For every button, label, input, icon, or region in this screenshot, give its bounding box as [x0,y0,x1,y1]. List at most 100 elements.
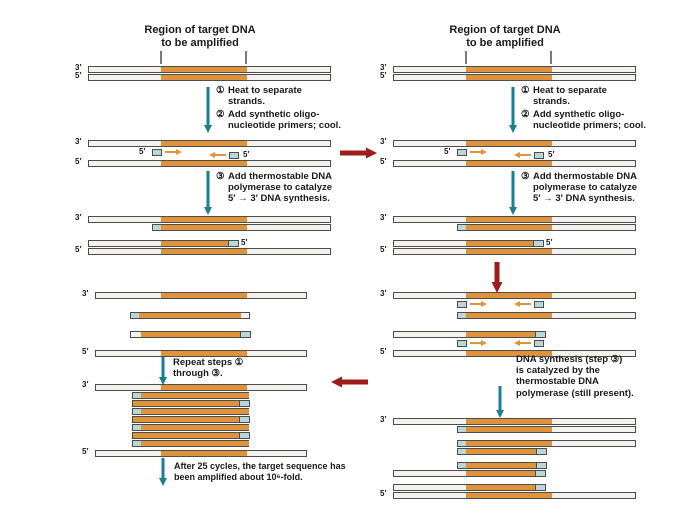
dna-strand [95,350,307,357]
primer-segment [228,240,239,247]
dna-strand [152,224,331,231]
prime-label: 3′ [380,289,387,298]
primer [534,152,544,159]
step-text: Add synthetic oligo- nucleotide primers;… [228,108,341,131]
target-region [466,426,552,433]
dna-strand [393,248,636,255]
primer-segment [240,331,251,338]
dna-strand [132,440,249,447]
synthesis-note: DNA synthesis (step ③) is catalyzed by t… [516,354,634,399]
step-text: Add synthetic oligo- nucleotide primers;… [533,108,646,131]
target-region [161,292,247,299]
primer [534,340,544,347]
step-number: ③ [216,171,225,182]
primer-segment [536,462,547,469]
dna-strand [457,312,636,319]
dna-strand [88,216,331,223]
prime-label: 5′ [139,147,146,156]
prime-label: 5′ [75,157,82,166]
dna-strand [457,440,636,447]
dna-strand [393,74,636,81]
prime-label: 5′ [548,150,555,159]
prime-label: 3′ [75,213,82,222]
target-region [466,216,552,223]
dna-strand [393,160,636,167]
dna-strand [132,408,249,415]
target-region [466,470,538,477]
target-region [141,331,241,338]
target-region [161,450,247,457]
dna-strand [132,432,250,439]
dna-strand [393,240,544,247]
step-number: ② [521,108,530,120]
target-region [133,416,241,423]
dna-strand [393,216,636,223]
target-region [161,240,230,247]
target-region [133,432,241,439]
dna-strand [457,426,636,433]
target-region [161,384,247,391]
primer [457,301,467,308]
target-region [466,160,552,167]
target-region [466,66,552,73]
region-title-left: Region of target DNA to be amplified [144,24,256,49]
dna-strand [393,66,636,73]
prime-label: 5′ [444,147,451,156]
dna-strand [88,248,331,255]
dna-strand [132,416,250,423]
step-number: ③ [521,171,530,182]
primer-segment [536,448,547,455]
target-region [466,492,552,499]
step-number: ① [216,85,225,96]
dna-strand [95,450,307,457]
target-region [161,350,247,357]
dna-strand [95,384,307,391]
target-region [139,312,241,319]
prime-label: 5′ [82,347,89,356]
target-region [466,448,538,455]
step-number: ① [521,85,530,96]
target-region [466,140,552,147]
target-region [466,484,538,491]
dna-strand [457,448,547,455]
prime-label: 3′ [380,63,387,72]
target-region [466,350,552,357]
target-region [141,392,249,399]
dna-strand [393,470,546,477]
prime-label: 3′ [380,213,387,222]
dna-strand [88,74,331,81]
target-region [466,240,535,247]
prime-label: 5′ [380,157,387,166]
dna-strand [393,331,546,338]
target-region [466,418,552,425]
prime-label: 5′ [243,150,250,159]
region-title-right: Region of target DNA to be amplified [449,24,561,49]
target-region [161,74,247,81]
target-region [466,331,538,338]
dna-strand [88,240,239,247]
target-region [466,248,552,255]
target-region [141,440,249,447]
prime-label: 3′ [82,289,89,298]
target-region [466,312,552,319]
prime-label: 5′ [82,447,89,456]
step-text: Add thermostable DNA polymerase to catal… [533,171,638,204]
target-region [161,248,247,255]
target-region [161,66,247,73]
final-note: After 25 cycles, the target sequence has… [174,461,346,482]
target-region [141,408,249,415]
prime-label: 3′ [380,415,387,424]
prime-label: 3′ [380,137,387,146]
prime-label: 5′ [75,245,82,254]
dna-strand [88,140,331,147]
prime-label: 3′ [75,63,82,72]
dna-strand [393,484,546,491]
prime-label: 5′ [241,238,248,247]
dna-strand [393,418,636,425]
primer [534,301,544,308]
primer-segment [535,331,546,338]
